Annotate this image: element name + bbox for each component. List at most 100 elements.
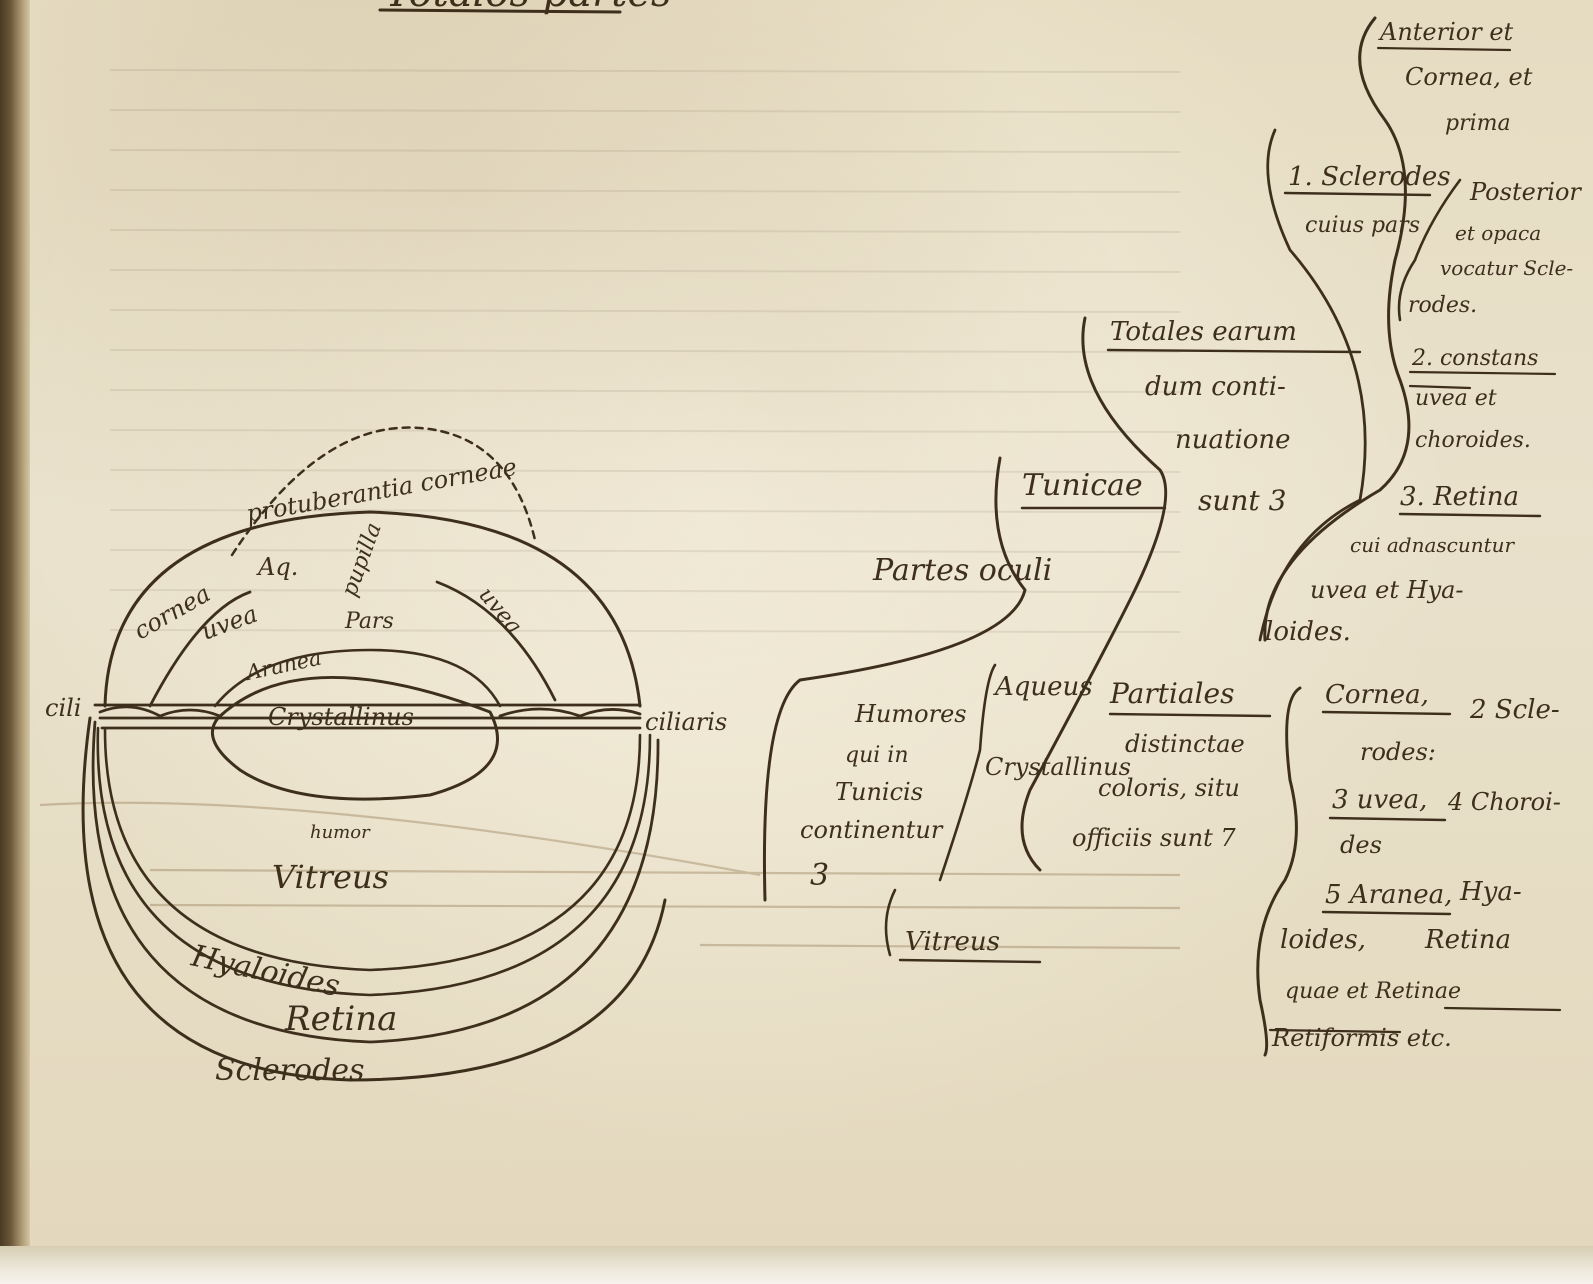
td-line-16: loides. [1265, 617, 1351, 647]
aqueous-label: Aq. [256, 553, 298, 581]
td-underline-11 [1408, 384, 1472, 390]
td-underline-13 [1398, 512, 1542, 518]
td-line-6: Posterior [1469, 178, 1582, 206]
humor-crystallinus: Crystallinus [985, 753, 1131, 781]
pd-line-12: Retiformis etc. [1271, 1024, 1452, 1052]
retina-label: Retina [284, 999, 397, 1039]
td-line-8: vocatur Scle- [1440, 256, 1573, 280]
partes-brace [762, 456, 1027, 902]
pd-underline-7 [1321, 910, 1452, 916]
protuberance-label: protuberantia corneae [244, 453, 519, 528]
humores-brace [938, 663, 997, 882]
td-line-2: Cornea, et [1405, 63, 1533, 91]
td-line-13: 3. Retina [1400, 482, 1519, 512]
td-line-4: 1. Sclerodes [1288, 162, 1451, 192]
pd-underline-11 [1443, 1006, 1562, 1012]
pd-line-7: 5 Aranea, [1325, 880, 1452, 910]
humor-label: humor [310, 822, 371, 843]
eye-diagram: protuberantia corneae cornea Aq. uvea pu… [45, 426, 727, 1088]
td-underline-4 [1283, 191, 1432, 197]
pd-line-8: Hya- [1459, 877, 1522, 907]
pupil-label: pupilla [337, 520, 387, 600]
uvea-left-arc [148, 590, 252, 708]
posterior-brace [1397, 178, 1462, 322]
partiales-line-3: coloris, situ [1098, 774, 1240, 802]
partes-oculi-tree: Partes oculi Tunicae Humores qui in Tuni… [762, 16, 1582, 1057]
humores-line-1: Humores [854, 700, 967, 728]
pd-underline-4 [1328, 816, 1447, 822]
pd-line-3: rodes: [1360, 738, 1436, 766]
pd-underline-12 [1268, 1028, 1402, 1034]
totales-detail: Anterior et Cornea, et prima 1. Sclerode… [1265, 18, 1582, 647]
totales-line-1: Totales earum [1110, 317, 1297, 347]
page-bottom-edge [0, 1246, 1593, 1284]
partiales-line-1: Partiales [1109, 677, 1234, 710]
td-line-14: cui adnascuntur [1350, 533, 1516, 557]
td-underline-10 [1408, 370, 1557, 376]
humor-aqueus: Aqueus [993, 672, 1093, 702]
tunica-label: Tunicae [1022, 468, 1143, 503]
totales-line-3: nuatione [1175, 425, 1291, 455]
crystalline-label: Crystallinus [268, 703, 414, 731]
ciliary-right-squiggle [498, 707, 642, 718]
humores-line-4: continentur [800, 816, 944, 844]
partiales-detail: Cornea, 2 Scle- rodes: 3 uvea, 4 Choroi-… [1268, 680, 1562, 1052]
sclerodes-brace [1258, 128, 1367, 642]
crystalline-lens [210, 676, 499, 801]
pd-line-6: des [1340, 831, 1382, 859]
ciliary-bands [93, 703, 642, 730]
book-gutter [0, 0, 30, 1284]
pd-line-2: 2 Scle- [1469, 695, 1560, 725]
aranea-arc [213, 648, 502, 708]
sclerodes-arc [81, 716, 667, 1082]
pd-line-5: 4 Choroi- [1447, 788, 1561, 816]
td-underline-1 [1376, 46, 1512, 52]
top-fragment-text: Totalos partes [385, 0, 672, 16]
humores-line-3: Tunicis [835, 778, 923, 806]
partiales-line-4: officiis sunt 7 [1072, 824, 1236, 852]
vitreus-brace [884, 888, 897, 957]
uvea-right-arc [435, 580, 557, 702]
pd-line-11: quae et Retinae [1285, 979, 1461, 1004]
pd-line-4: 3 uvea, [1332, 785, 1427, 815]
td-line-3: prima [1445, 111, 1511, 136]
partiales-line-2: distinctae [1125, 730, 1245, 758]
ciliary-right-label: ciliaris [645, 708, 727, 736]
td-line-7: et opaca [1455, 221, 1541, 245]
totales-line-4: sunt 3 [1198, 484, 1286, 517]
bleed-through-print [109, 69, 1181, 633]
humores-line-5: 3 [810, 858, 829, 893]
td-line-9: rodes. [1408, 293, 1477, 318]
td-line-10: 2. constans [1411, 346, 1538, 371]
humores-block: Humores qui in Tunicis continentur 3 [800, 700, 967, 893]
vitreous-label: Vitreus [272, 858, 389, 896]
td-line-5: cuius pars [1305, 213, 1420, 238]
td-line-1: Anterior et [1378, 18, 1514, 46]
retina-arc-inner [103, 728, 642, 972]
partiales-outer-brace [1256, 686, 1302, 1057]
td-line-12: choroides. [1415, 428, 1531, 453]
totales-outer-brace [1263, 16, 1411, 642]
td-line-15: uvea et Hya- [1310, 576, 1464, 604]
cornea-arc [103, 510, 642, 708]
partiales-block: Partiales distinctae coloris, situ offic… [1072, 677, 1272, 852]
humores-line-2: qui in [845, 743, 909, 768]
humor-vitreus: Vitreus [905, 927, 1000, 957]
hyaloides-label: Hyaloides [187, 938, 343, 1004]
td-line-11: uvea et [1415, 386, 1497, 411]
hyaloides-arc [96, 726, 652, 997]
top-underline [378, 8, 622, 14]
totales-line-2: dum conti- [1145, 372, 1286, 402]
totales-block: Totales earum dum conti- nuatione sunt 3 [1106, 317, 1362, 517]
partiales-underline [1108, 712, 1272, 718]
pd-line-9: loides, [1280, 925, 1366, 955]
ciliary-left-squiggle [98, 705, 222, 718]
pd-line-10: Retina [1424, 925, 1511, 955]
underlines-faded [39, 801, 1181, 950]
ciliary-left-label: cili [45, 694, 81, 722]
retina-arc [91, 720, 660, 1044]
pd-underline-1 [1321, 710, 1452, 716]
vitreus-underline [898, 958, 1042, 964]
